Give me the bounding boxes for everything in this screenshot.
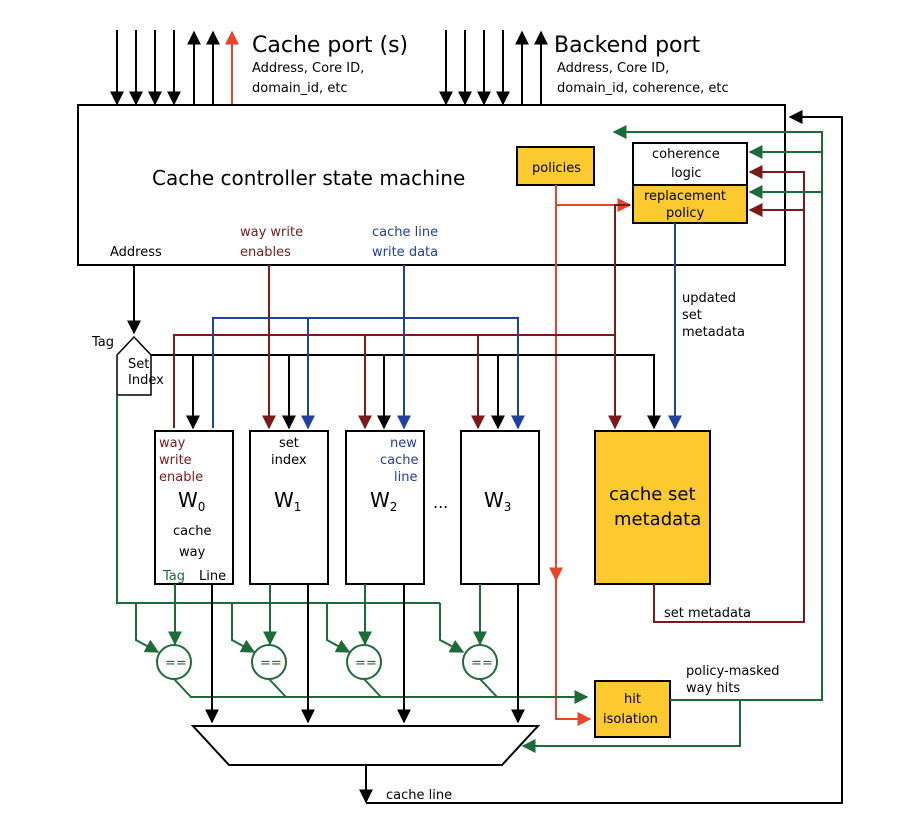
w1-set-label-2: index (271, 453, 307, 468)
set-metadata-return (653, 165, 805, 623)
policy-masked-label-2: way hits (686, 681, 740, 696)
comparator-3: == (462, 644, 498, 680)
way-line-outputs (205, 584, 525, 724)
way-w1: set index W1 (249, 430, 329, 585)
w2-new-label-2: cache (380, 453, 419, 468)
cache-line-write-data-label-1: cache line (372, 225, 438, 240)
updated-metadata-label-2: set (682, 308, 702, 323)
hit-signal-bus (173, 678, 589, 704)
comparator-1: == (251, 644, 287, 680)
way-w2: new cache line W2 (345, 430, 425, 585)
decoder-set-label: Set (128, 357, 149, 372)
output-cache-line-label: cache line (386, 788, 452, 803)
cache-port-title: Cache port (s) (252, 33, 408, 58)
cache-line-write-data-label-2: write data (372, 245, 438, 260)
w0-write-enable-label-1: way (159, 436, 186, 451)
w1-set-label-1: set (279, 436, 299, 451)
w0-cache-label-1: cache (173, 524, 212, 539)
w2-name: W2 (370, 488, 397, 514)
backend-port-title: Backend port (554, 33, 701, 58)
hit-isolation-label-2: isolation (603, 712, 658, 727)
cache-port-arrows (110, 30, 239, 106)
backend-port-arrows (439, 30, 548, 106)
comparator-2: == (346, 644, 382, 680)
metadata-label-1: cache set (609, 484, 696, 505)
updated-metadata-label-3: metadata (682, 325, 745, 340)
output-mux (190, 725, 541, 766)
w1-name: W1 (274, 488, 301, 514)
hit-isolation-box (594, 680, 671, 738)
comparator-2-label: == (355, 656, 377, 671)
w0-line-port: Line (199, 569, 226, 584)
decoder-index-label: Index (128, 373, 164, 388)
w0-name: W0 (178, 488, 205, 514)
w2-new-label-1: new (390, 436, 417, 451)
backend-port-subtitle-2: domain_id, coherence, etc (557, 81, 729, 96)
controller-title: Cache controller state machine (152, 166, 465, 190)
decoder-tag-label: Tag (91, 335, 114, 350)
w0-write-enable-label-2: write (159, 453, 192, 468)
backend-port-subtitle-1: Address, Core ID, (557, 61, 669, 76)
hit-isolation-label-1: hit (624, 692, 641, 707)
way-write-enables-label-2: enables (240, 245, 291, 260)
coherence-label-2: logic (671, 166, 702, 181)
cache-set-metadata-box (594, 430, 711, 585)
cache-port-subtitle-2: domain_id, etc (252, 81, 348, 96)
address-decoder (116, 335, 152, 396)
way-hits-feedback (521, 125, 823, 753)
comparator-0-label: == (165, 656, 187, 671)
coherence-label-1: coherence (652, 147, 720, 162)
comparator-3-label: == (471, 656, 493, 671)
address-label: Address (110, 245, 162, 260)
policy-masked-label-1: policy-masked (686, 664, 779, 679)
way-write-enables-label-1: way write (240, 225, 303, 240)
updated-metadata-label-1: updated (682, 291, 736, 306)
comparator-1-label: == (260, 656, 282, 671)
cache-line-data-bus (212, 223, 682, 430)
w3-name: W3 (484, 488, 511, 514)
way-w0: way write enable W0 cache way Tag Line (154, 430, 234, 585)
way-write-enable-bus (173, 204, 630, 430)
set-metadata-label: set metadata (664, 606, 751, 621)
tag-bus (116, 395, 487, 653)
way-w3: W3 (460, 430, 540, 585)
replacement-policy-box (632, 184, 748, 224)
cache-port-subtitle-1: Address, Core ID, (252, 61, 364, 76)
policies-label: policies (532, 161, 581, 176)
metadata-label-2: metadata (614, 509, 701, 530)
w2-new-label-3: line (394, 470, 417, 485)
w0-write-enable-label-3: enable (159, 470, 203, 485)
output-cache-line (359, 110, 843, 804)
coherence-logic-box (632, 142, 748, 186)
ways-ellipsis: ... (433, 493, 448, 512)
replacement-label-2: policy (666, 206, 705, 221)
replacement-label-1: replacement (644, 189, 726, 204)
comparator-0: == (156, 644, 192, 680)
w0-cache-label-2: way (179, 545, 206, 560)
w0-tag-port: Tag (162, 569, 185, 584)
set-index-bus (151, 354, 661, 430)
